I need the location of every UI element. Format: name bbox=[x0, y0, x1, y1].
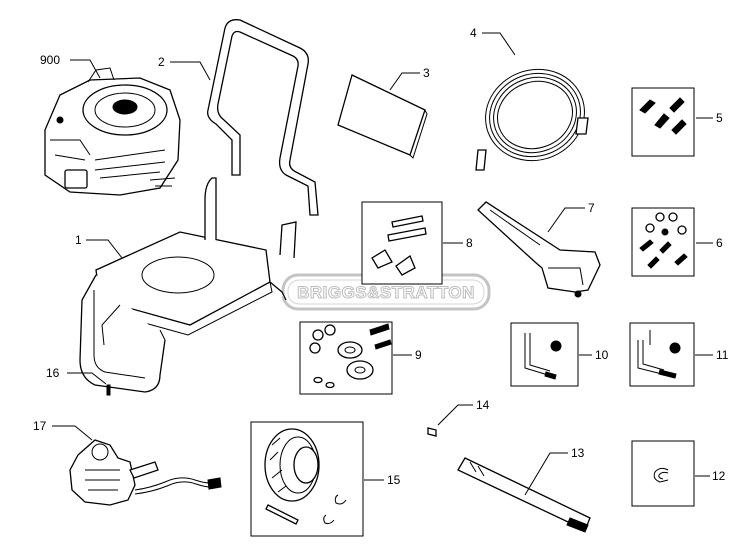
callout-labels: 900 2 3 4 5 6 7 8 9 10 11 12 13 14 15 16… bbox=[33, 26, 729, 487]
callout-15: 15 bbox=[387, 473, 401, 487]
callout-10: 10 bbox=[595, 348, 609, 362]
knob-kit-part[interactable] bbox=[361, 201, 443, 285]
pin-kit-alt-part[interactable] bbox=[629, 322, 695, 387]
pin-kit-part[interactable] bbox=[510, 322, 579, 387]
callout-1: 1 bbox=[75, 233, 82, 247]
wheel-hardware-kit-part[interactable] bbox=[299, 321, 393, 395]
spray-gun-part[interactable] bbox=[477, 201, 601, 298]
callout-14: 14 bbox=[476, 398, 490, 412]
bolt-kit-part[interactable] bbox=[631, 87, 695, 157]
callout-4: 4 bbox=[470, 26, 477, 40]
pin-part[interactable] bbox=[106, 384, 111, 396]
callout-16: 16 bbox=[46, 366, 60, 380]
callout-12: 12 bbox=[712, 469, 726, 483]
frame-part[interactable] bbox=[79, 177, 297, 393]
lance-part[interactable] bbox=[457, 457, 591, 533]
hardware-kit-part[interactable] bbox=[631, 207, 695, 277]
wheel-kit-part[interactable] bbox=[250, 421, 364, 537]
callout-7: 7 bbox=[588, 201, 595, 215]
watermark-text: BRIGGS&STRATTON bbox=[297, 283, 475, 302]
callout-6: 6 bbox=[716, 236, 723, 250]
callout-8: 8 bbox=[466, 236, 473, 250]
tip-part[interactable] bbox=[427, 427, 437, 437]
callout-17: 17 bbox=[33, 419, 47, 433]
pump-part[interactable] bbox=[69, 439, 222, 506]
callout-5: 5 bbox=[716, 111, 723, 125]
hose-part[interactable] bbox=[473, 56, 598, 175]
leader-lines bbox=[52, 32, 713, 496]
engine-part[interactable] bbox=[44, 67, 181, 196]
callout-9: 9 bbox=[415, 348, 422, 362]
callout-900: 900 bbox=[40, 53, 60, 67]
panel-part[interactable] bbox=[337, 74, 428, 159]
callout-13: 13 bbox=[571, 446, 585, 460]
handle-part[interactable] bbox=[207, 19, 319, 216]
clip-kit-part[interactable] bbox=[631, 440, 695, 507]
callout-11: 11 bbox=[716, 348, 729, 362]
callout-3: 3 bbox=[423, 66, 430, 80]
callout-2: 2 bbox=[158, 55, 165, 69]
